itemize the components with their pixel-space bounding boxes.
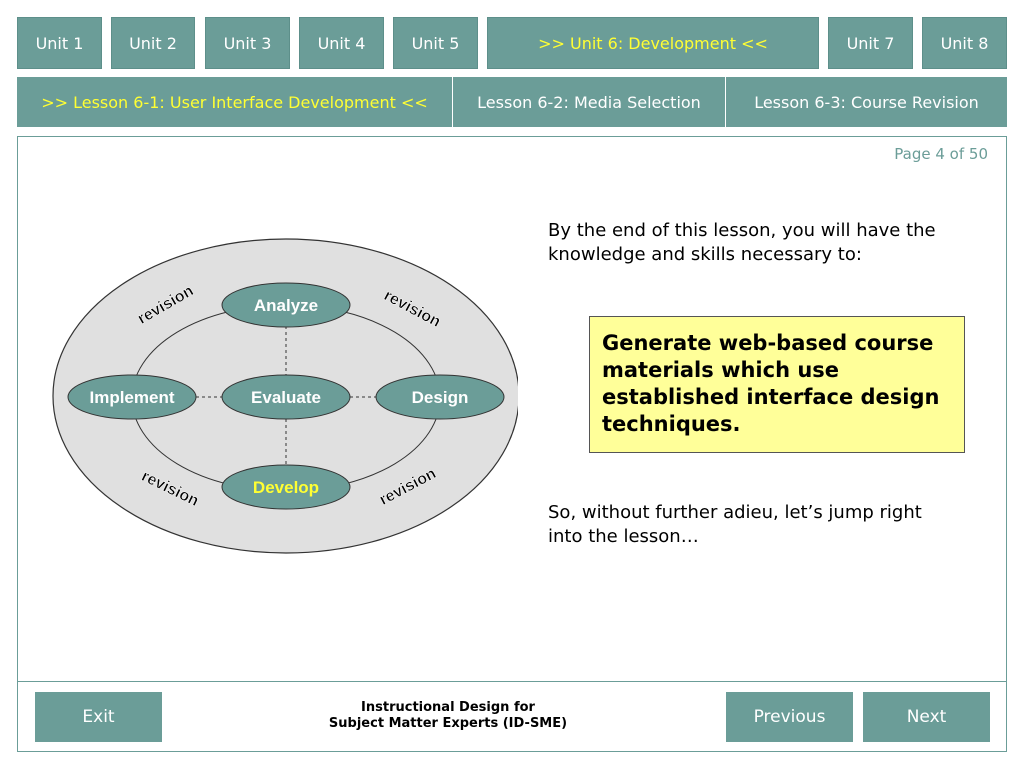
- intro-text: By the end of this lesson, you will have…: [548, 220, 936, 265]
- lesson-tab-6-3[interactable]: Lesson 6-3: Course Revision: [754, 92, 979, 112]
- exit-button[interactable]: Exit: [35, 692, 162, 742]
- node-evaluate: Evaluate: [221, 374, 351, 420]
- node-evaluate-label: Evaluate: [251, 388, 321, 407]
- page-indicator: Page 4 of 50: [894, 145, 988, 163]
- node-develop: Develop: [221, 464, 351, 510]
- node-analyze-label: Analyze: [254, 296, 318, 315]
- course-title-line-1: Instructional Design for: [361, 700, 535, 715]
- node-design: Design: [375, 374, 505, 420]
- objective-box: Generate web-based course materials whic…: [589, 316, 965, 453]
- addie-diagram: Analyze Implement Evaluate Design Develo…: [52, 238, 518, 554]
- course-title-line-2: Subject Matter Experts (ID-SME): [328, 716, 568, 731]
- node-implement: Implement: [67, 374, 197, 420]
- next-button[interactable]: Next: [863, 692, 990, 742]
- unit-tab-3[interactable]: Unit 3: [205, 17, 290, 69]
- unit-tab-1[interactable]: Unit 1: [17, 17, 102, 69]
- lesson-nav: >> Lesson 6-1: User Interface Developmen…: [17, 77, 1007, 127]
- course-title: Instructional Design for Subject Matter …: [268, 700, 628, 732]
- node-analyze: Analyze: [221, 282, 351, 328]
- closing-text: So, without further adieu, let’s jump ri…: [548, 502, 922, 547]
- unit-tab-2[interactable]: Unit 2: [111, 17, 195, 69]
- node-implement-label: Implement: [89, 388, 174, 407]
- unit-tab-5[interactable]: Unit 5: [393, 17, 478, 69]
- unit-tab-6[interactable]: >> Unit 6: Development <<: [487, 17, 819, 69]
- unit-tab-4[interactable]: Unit 4: [299, 17, 384, 69]
- node-design-label: Design: [412, 388, 469, 407]
- lesson-tab-6-2[interactable]: Lesson 6-2: Media Selection: [453, 77, 726, 127]
- node-develop-label: Develop: [253, 478, 319, 497]
- content-panel: Page 4 of 50 Analyze Implement Evaluate …: [17, 136, 1007, 752]
- previous-button[interactable]: Previous: [726, 692, 853, 742]
- footer-divider: [18, 681, 1006, 682]
- unit-tab-7[interactable]: Unit 7: [828, 17, 913, 69]
- unit-tab-8[interactable]: Unit 8: [922, 17, 1007, 69]
- lesson-tab-6-1[interactable]: >> Lesson 6-1: User Interface Developmen…: [17, 77, 453, 127]
